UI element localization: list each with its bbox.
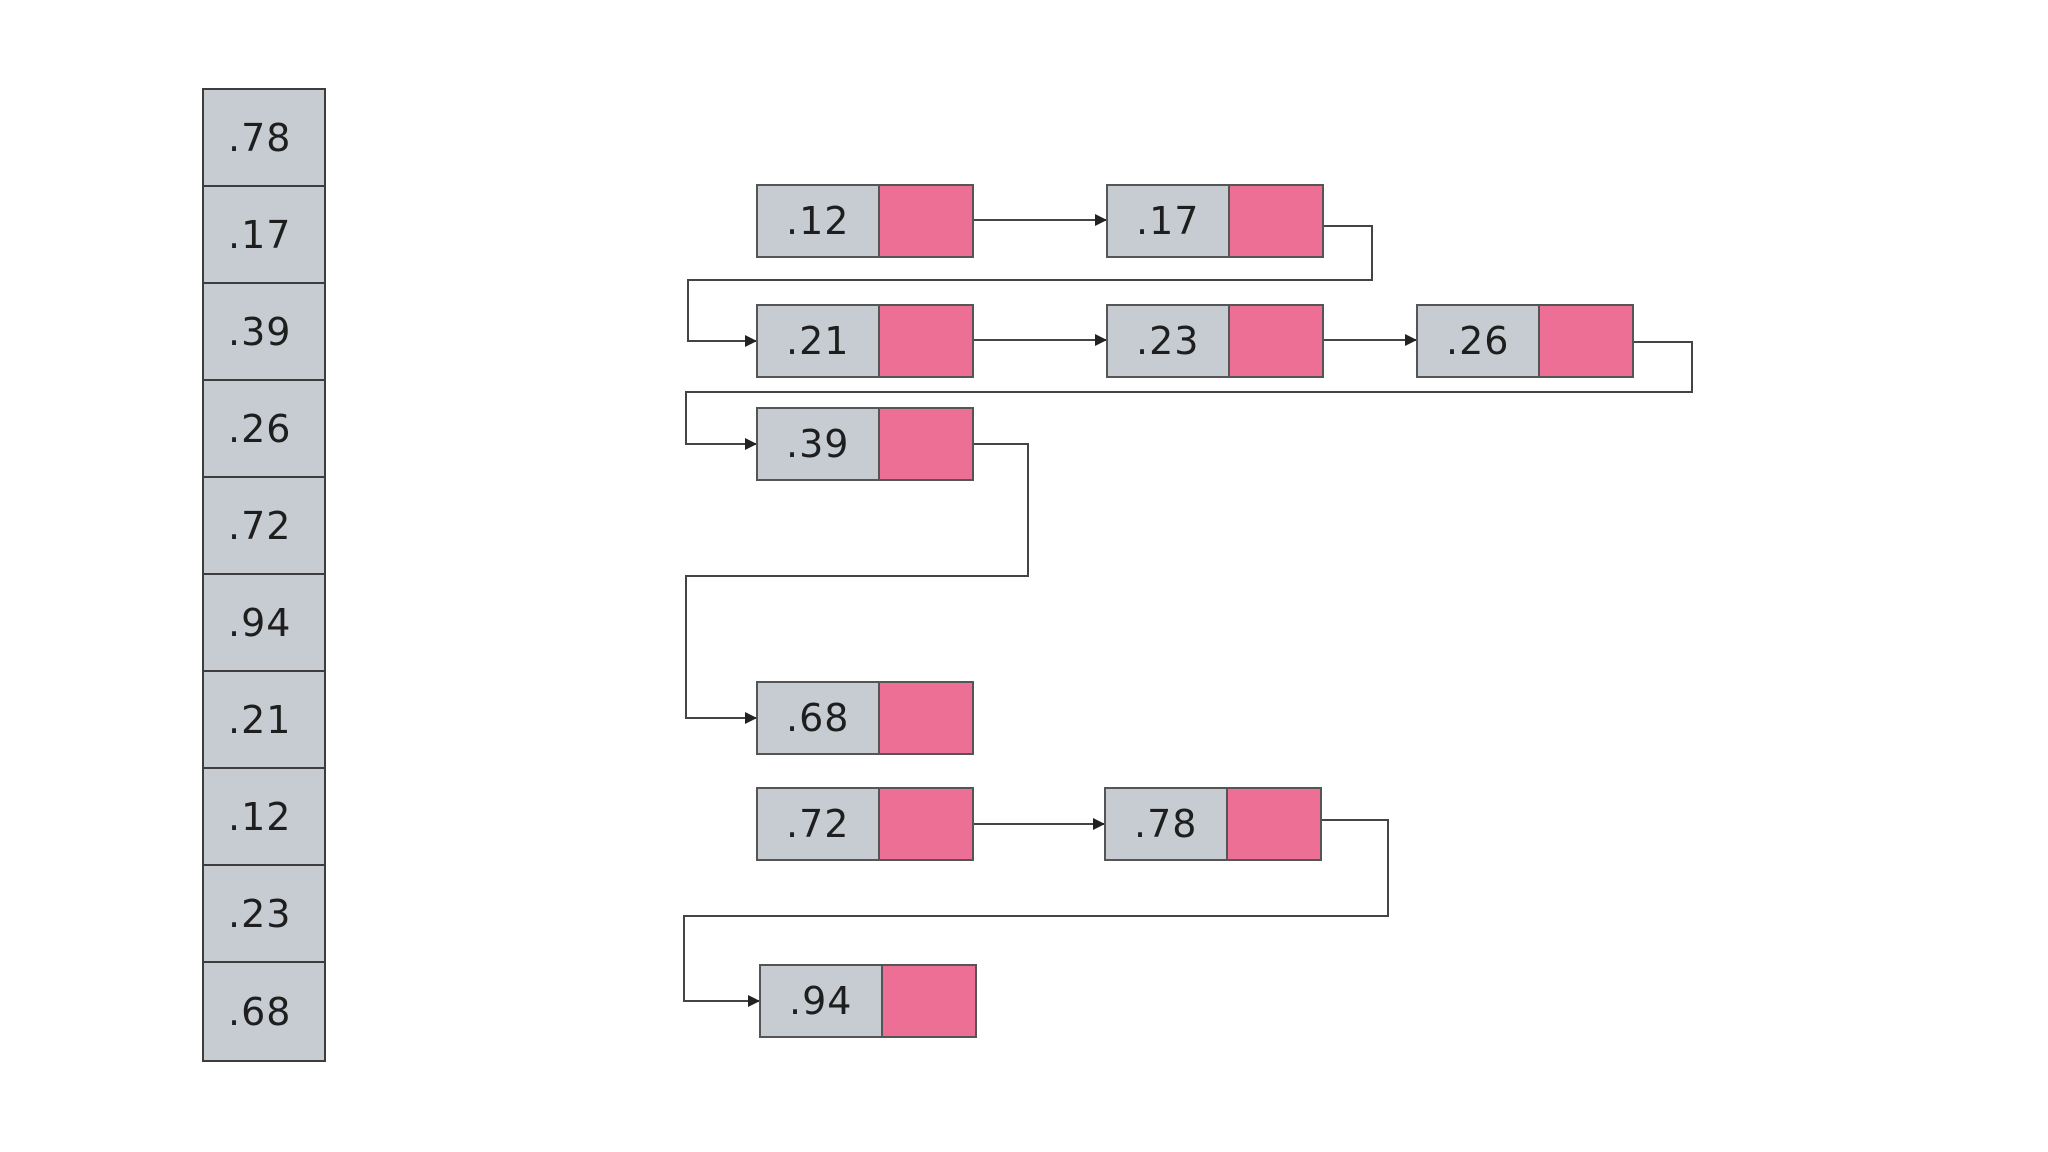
list-node: .23: [1106, 304, 1324, 378]
link-line: [685, 443, 1029, 724]
node-pointer: [1228, 789, 1320, 859]
array-cell: .72: [204, 478, 324, 575]
node-value: .17: [1108, 186, 1230, 256]
node-value: .23: [1108, 306, 1230, 376]
list-node: .21: [756, 304, 974, 378]
list-node: .12: [756, 184, 974, 258]
node-value: .78: [1106, 789, 1228, 859]
node-pointer: [880, 409, 972, 479]
array-cell: .26: [204, 381, 324, 478]
array-cell: .21: [204, 672, 324, 769]
array-cell: .12: [204, 769, 324, 866]
node-value: .68: [758, 683, 880, 753]
node-value: .21: [758, 306, 880, 376]
link-line: [685, 341, 1693, 450]
node-pointer: [880, 306, 972, 376]
array-cell: .23: [204, 866, 324, 963]
node-pointer: [1540, 306, 1632, 376]
array-cell: .17: [204, 187, 324, 284]
list-node: .78: [1104, 787, 1322, 861]
array-cell: .94: [204, 575, 324, 672]
array-cell: .39: [204, 284, 324, 381]
list-node: .26: [1416, 304, 1634, 378]
array-cell: .68: [204, 963, 324, 1060]
input-array: .78 .17 .39 .26 .72 .94 .21 .12 .23 .68: [202, 88, 326, 1062]
node-pointer: [1230, 186, 1322, 256]
node-pointer: [880, 789, 972, 859]
node-value: .39: [758, 409, 880, 479]
list-node: .39: [756, 407, 974, 481]
node-value: .12: [758, 186, 880, 256]
node-value: .72: [758, 789, 880, 859]
node-value: .94: [761, 966, 883, 1036]
list-node: .94: [759, 964, 977, 1038]
array-cell: .78: [204, 90, 324, 187]
node-pointer: [880, 186, 972, 256]
node-value: .26: [1418, 306, 1540, 376]
link-line: [683, 819, 1389, 1007]
node-pointer: [883, 966, 975, 1036]
list-node: .68: [756, 681, 974, 755]
list-node: .72: [756, 787, 974, 861]
link-line: [687, 225, 1373, 347]
node-pointer: [880, 683, 972, 753]
list-node: .17: [1106, 184, 1324, 258]
node-pointer: [1230, 306, 1322, 376]
